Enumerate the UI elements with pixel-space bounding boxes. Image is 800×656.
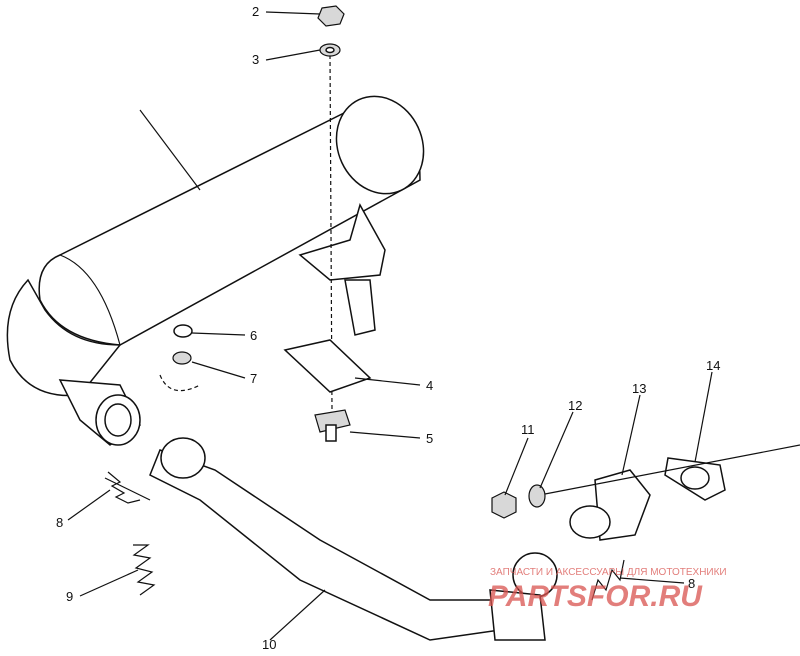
washer-12 bbox=[528, 484, 546, 508]
callout-12: 12 bbox=[568, 398, 582, 413]
callout-3: 3 bbox=[252, 52, 259, 67]
muffler-bracket bbox=[298, 203, 386, 336]
flange-13 bbox=[569, 469, 651, 541]
callout-10: 10 bbox=[262, 637, 276, 652]
nut-11 bbox=[491, 491, 517, 519]
watermark: ЗАПЧАСТИ И АКСЕССУАРЫ ДЛЯ МОТОТЕХНИКИ PA… bbox=[488, 567, 727, 613]
head-pipe-10 bbox=[149, 437, 558, 641]
callout-6: 6 bbox=[250, 328, 257, 343]
spring-9 bbox=[132, 544, 156, 596]
callout-11: 11 bbox=[521, 422, 535, 437]
callout-5: 5 bbox=[426, 431, 433, 446]
callout-8a: 8 bbox=[56, 515, 63, 530]
leader-lines bbox=[67, 11, 713, 641]
spring-8-left bbox=[104, 471, 151, 504]
bolt-5 bbox=[314, 409, 351, 442]
gasket-14 bbox=[664, 457, 726, 501]
callout-8b: 8 bbox=[688, 576, 695, 591]
washer-3 bbox=[319, 43, 341, 57]
callout-2: 2 bbox=[252, 4, 259, 19]
muffler bbox=[6, 95, 425, 397]
stud-line-right bbox=[544, 444, 800, 495]
callout-14: 14 bbox=[706, 358, 720, 373]
nut-2 bbox=[317, 5, 345, 27]
callout-13: 13 bbox=[632, 381, 646, 396]
callout-9: 9 bbox=[66, 589, 73, 604]
plate-4 bbox=[283, 339, 372, 393]
callout-4: 4 bbox=[426, 378, 433, 393]
muffler-outlet bbox=[58, 379, 141, 446]
washer-7 bbox=[159, 351, 201, 392]
watermark-brand: PARTSFOR.RU bbox=[488, 580, 703, 613]
callout-7: 7 bbox=[250, 371, 257, 386]
spring-8-right bbox=[591, 559, 625, 601]
watermark-subtitle: ЗАПЧАСТИ И АКСЕССУАРЫ ДЛЯ МОТОТЕХНИКИ bbox=[490, 567, 727, 578]
grommet-6 bbox=[173, 324, 193, 338]
